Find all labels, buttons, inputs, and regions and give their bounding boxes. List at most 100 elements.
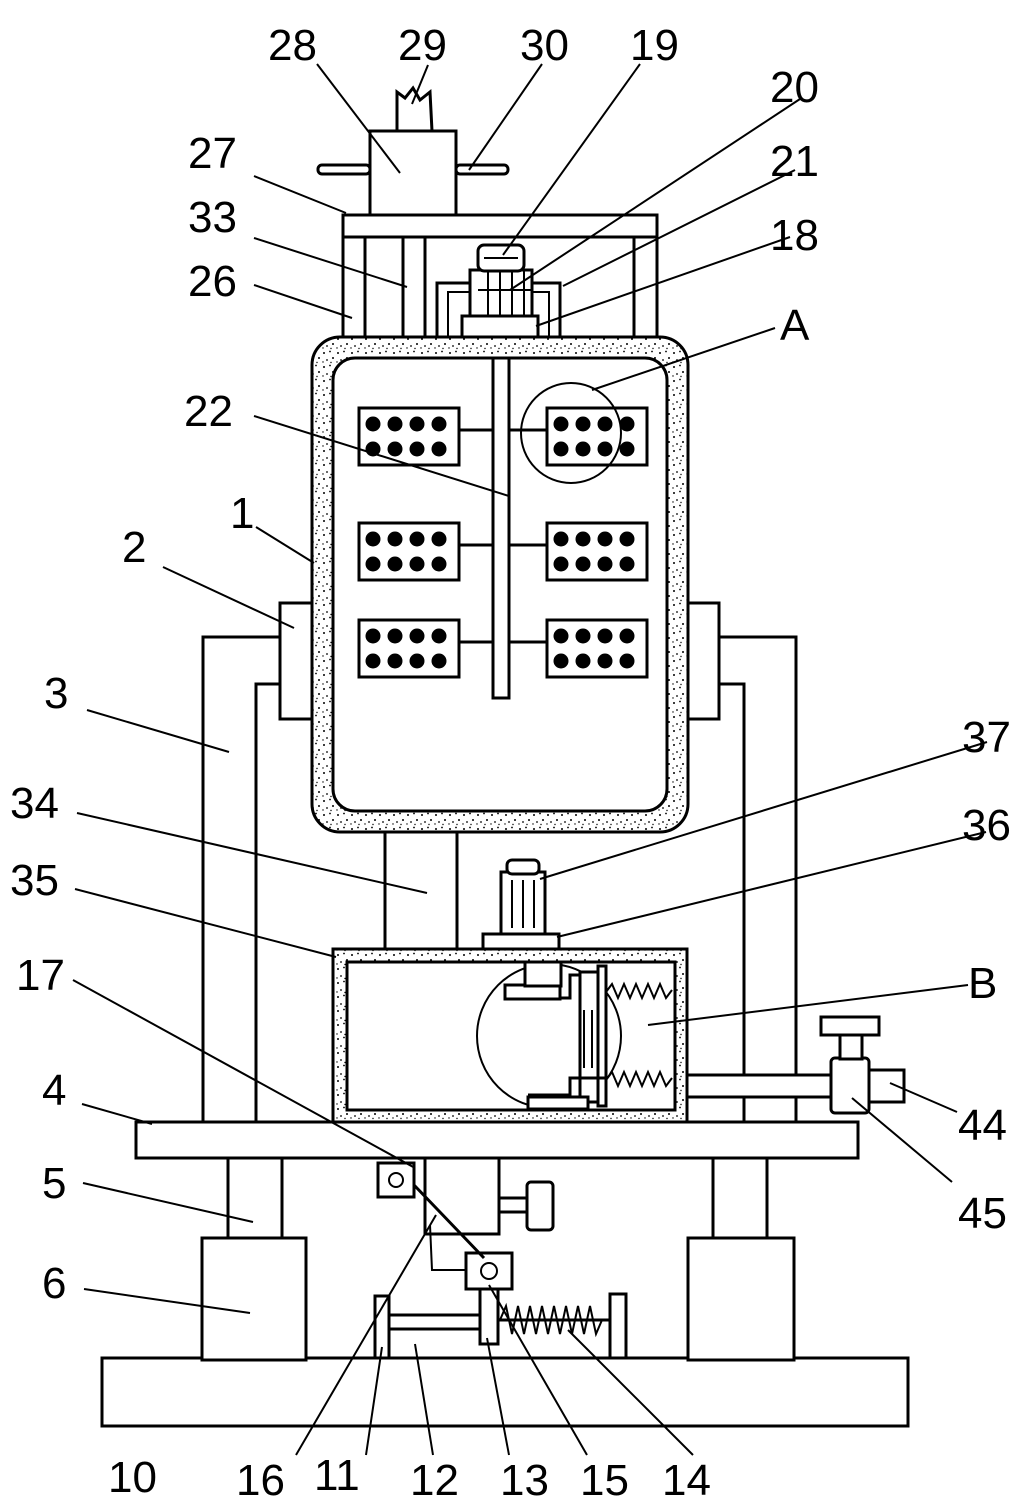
right-rod-5 [711, 1156, 769, 1240]
label-10: 10 [108, 1453, 157, 1502]
rod-12 [387, 1313, 482, 1331]
blade-hole [431, 628, 447, 644]
blade-hole [597, 441, 613, 457]
spring-b-lower [605, 1069, 673, 1089]
label-3: 3 [44, 669, 68, 718]
leader-lines [72, 63, 988, 1456]
blade-hole [387, 653, 403, 669]
label-35: 35 [10, 856, 59, 905]
stirring-blades [357, 406, 649, 679]
knob [525, 1180, 555, 1232]
blade-hole [597, 531, 613, 547]
blade-hole [365, 416, 381, 432]
stirring-shaft-22 [491, 356, 511, 700]
stirring-blade [357, 618, 461, 679]
cap-29 [395, 85, 434, 133]
right-bearing-2 [683, 601, 721, 721]
stirring-blade [545, 406, 649, 467]
label-29: 29 [398, 21, 447, 70]
label-12: 12 [410, 1456, 459, 1505]
blade-hole [553, 653, 569, 669]
blade-hole [619, 441, 635, 457]
label-11: 11 [314, 1451, 360, 1500]
blade-hole [409, 416, 425, 432]
valve-handle [819, 1015, 881, 1037]
blade-hole [431, 556, 447, 572]
label-21: 21 [770, 137, 819, 186]
blade-hole [387, 556, 403, 572]
label-33: 33 [188, 193, 237, 242]
label-34: 34 [10, 779, 59, 828]
label-17: 17 [16, 951, 65, 1000]
blade-hole [619, 653, 635, 669]
platform-4 [134, 1120, 860, 1160]
blade-hole [553, 531, 569, 547]
blade-hole [575, 441, 591, 457]
blade-hole [575, 416, 591, 432]
base-plate [100, 1356, 910, 1428]
support-column-34 [383, 830, 459, 951]
label-44: 44 [958, 1101, 1007, 1150]
blade-hole [553, 441, 569, 457]
label-18: 18 [770, 211, 819, 260]
handle-30-right [454, 163, 510, 176]
blade-hole [409, 556, 425, 572]
blade-hole [575, 628, 591, 644]
label-b: B [968, 959, 997, 1008]
link-16 [412, 1183, 486, 1260]
blade-hole [553, 628, 569, 644]
label-36: 36 [962, 801, 1011, 850]
blade-hole [553, 416, 569, 432]
label-1: 1 [230, 489, 254, 538]
left-cylinder-6 [200, 1236, 308, 1362]
cylinder-under-platform [423, 1156, 501, 1236]
left-frame-3 [201, 635, 280, 1122]
blade-hole [619, 628, 635, 644]
blade-hole [365, 556, 381, 572]
label-a: A [780, 301, 810, 350]
left-rod-5 [226, 1156, 284, 1240]
right-frame-3-inner [718, 682, 746, 1122]
label-19: 19 [630, 21, 679, 70]
blade-hole [619, 556, 635, 572]
right-frame-3 [718, 635, 798, 1122]
blade-hole [597, 653, 613, 669]
post-end [608, 1292, 628, 1360]
stirring-blade [357, 406, 461, 467]
stirring-blade [357, 521, 461, 582]
blade-hole [365, 628, 381, 644]
valve-45 [829, 1056, 871, 1115]
hinge-15 [464, 1251, 514, 1291]
spring-b-upper [605, 981, 673, 1001]
left-bearing-2 [278, 601, 316, 721]
feed-pipe-28 [368, 129, 458, 217]
blade-hole [575, 653, 591, 669]
label-2: 2 [122, 523, 146, 572]
blade-hole [431, 531, 447, 547]
discharge-pipe [685, 1073, 837, 1099]
label-16: 16 [236, 1456, 285, 1505]
blade-hole [409, 441, 425, 457]
blade-hole [409, 628, 425, 644]
blade-hole [387, 441, 403, 457]
blade-hole [409, 531, 425, 547]
label-4: 4 [42, 1066, 66, 1115]
number-labels: 28 29 30 19 20 21 18 A 27 33 26 22 1 2 3… [10, 21, 1011, 1505]
blade-hole [597, 556, 613, 572]
label-28: 28 [268, 21, 317, 70]
handle-30 [316, 163, 372, 176]
blade-hole [431, 441, 447, 457]
label-6: 6 [42, 1259, 66, 1308]
blade-hole [387, 416, 403, 432]
pusher-plate [578, 970, 600, 1104]
blade-hole [365, 653, 381, 669]
label-45: 45 [958, 1189, 1007, 1238]
left-frame-3-inner [254, 682, 280, 1122]
label-14: 14 [662, 1456, 711, 1505]
motor-base-36 [481, 932, 561, 951]
label-37: 37 [962, 713, 1011, 762]
motor-base-18 [460, 314, 540, 339]
blade-hole [409, 653, 425, 669]
blade-hole [387, 628, 403, 644]
label-30: 30 [520, 21, 569, 70]
